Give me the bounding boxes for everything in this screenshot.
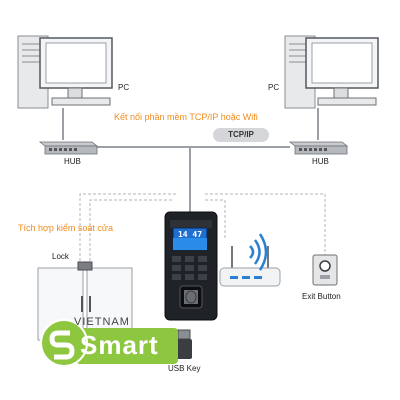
vietnam-smart-logo: VIETNAM Smart [38, 312, 178, 378]
pc-right-label: PC [268, 83, 280, 92]
usb-key-icon [176, 329, 192, 359]
vietnam-smart-logo-mark [40, 319, 178, 367]
hub-left [38, 141, 99, 155]
pc-left-label: PC [118, 83, 130, 92]
hub-right-label: HUB [312, 157, 329, 166]
usb-key-label: USB Key [168, 364, 201, 373]
wifi-router-icon [219, 233, 281, 287]
device-clock: 14 47 [177, 230, 203, 239]
tcp-ip-label: TCP/IP [228, 130, 254, 139]
hub-right [288, 141, 349, 155]
hub-left-label: HUB [64, 157, 81, 166]
software-connection-label: Kết nối phần mềm TCP/IP hoặc Wifi [114, 112, 258, 122]
pc-left [17, 35, 113, 109]
lock-label: Lock [52, 252, 69, 261]
exit-button-icon [312, 254, 338, 286]
pc-right [284, 35, 379, 109]
dashed-wiring [79, 193, 326, 262]
fingerprint-terminal [164, 211, 218, 321]
connection-lines [62, 108, 319, 212]
exit-button-label: Exit Button [302, 292, 341, 301]
access-control-label: Tích hợp kiểm soát cửa [18, 223, 113, 233]
tcp-ip-tag [213, 128, 269, 142]
logo-brand-top: VIETNAM [74, 316, 130, 328]
logo-brand-main: Smart [80, 330, 159, 360]
